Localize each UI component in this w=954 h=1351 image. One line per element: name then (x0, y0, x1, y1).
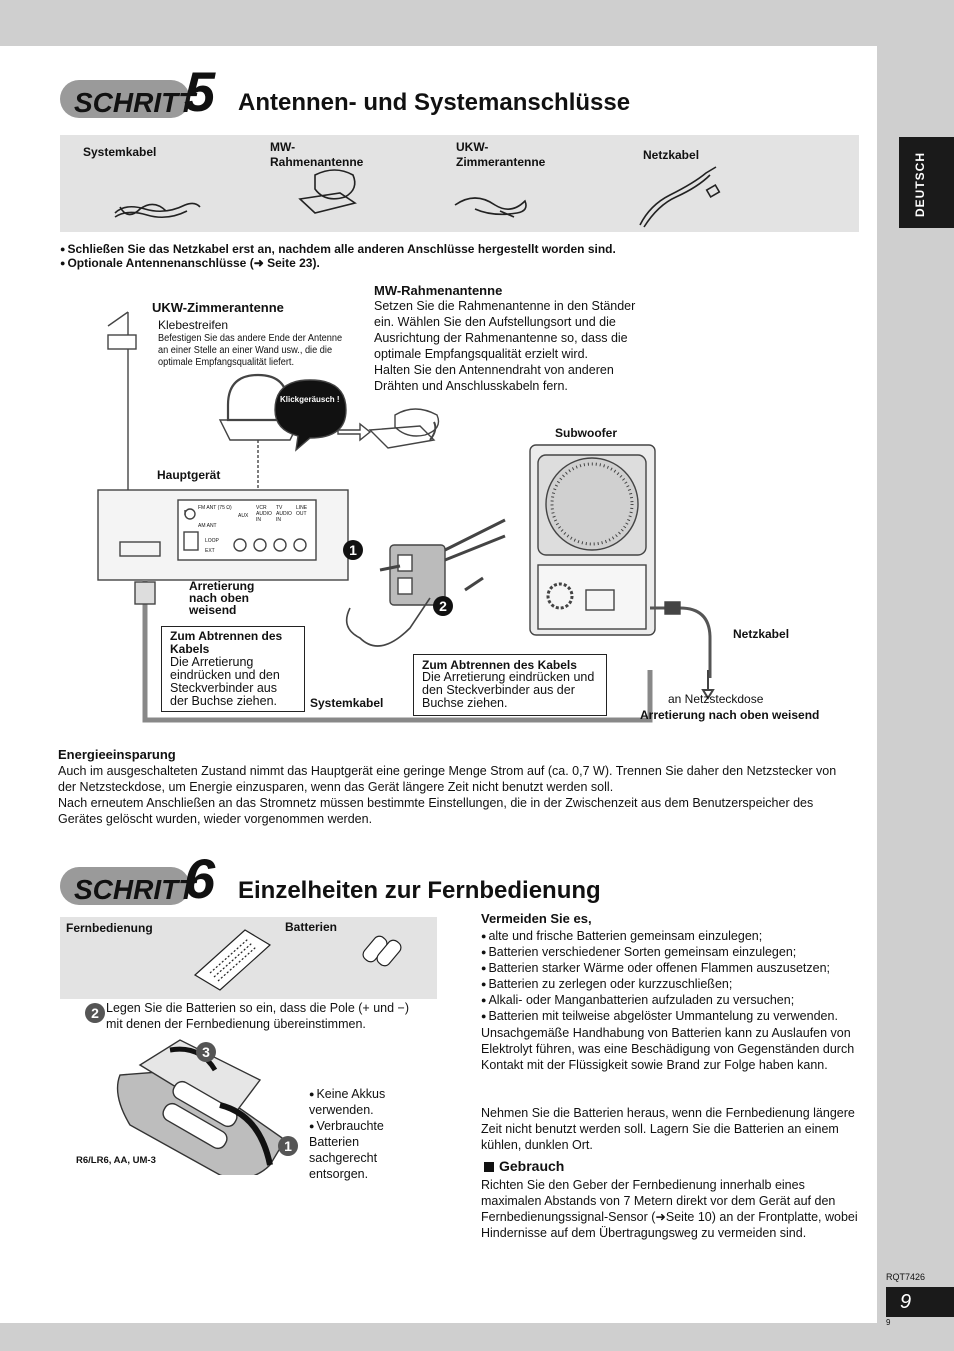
mw-text: Setzen Sie die Rahmenantenne in den Stän… (374, 299, 636, 393)
accessory-illustrations (114, 166, 721, 228)
list-item: Batterien mit teilweise abgelöster Umman… (481, 1008, 861, 1024)
netzkabel-label: Netzkabel (733, 627, 790, 641)
klebestreifen-label: Klebestreifen (158, 318, 229, 332)
vermeiden-para: Nehmen Sie die Batterien heraus, wenn di… (481, 1106, 855, 1152)
step-badge (60, 80, 190, 118)
netzsteckdose-label: an Netzsteckdose (668, 692, 764, 706)
list-item: alte und frische Batterien gemeinsam ein… (481, 928, 861, 944)
list-item: Batterien starker Wärme oder offenen Fla… (481, 960, 861, 976)
note-line: Optionale Antennenanschlüsse (➜ Seite 23… (60, 256, 320, 271)
step-label: SCHRITT (74, 874, 196, 905)
step-marker-2: 2 (85, 1003, 105, 1023)
gebrauch-text: Richten Sie den Geber der Fernbedienung … (481, 1178, 858, 1240)
accessory-label: Systemkabel (83, 145, 157, 159)
panel-label: FM ANT (75 Ω) (198, 505, 232, 511)
step-badge (60, 867, 190, 905)
list-item: Batterien verschiedener Sorten gemeinsam… (481, 944, 861, 960)
remote-battery-illustration (193, 929, 402, 991)
step-marker-1: 1 (278, 1136, 298, 1156)
panel-label: AUX (238, 513, 249, 519)
section-title: Antennen- und Systemanschlüsse (238, 89, 631, 116)
gebrauch-title: Gebrauch (499, 1158, 565, 1174)
square-bullet-icon (484, 1162, 494, 1172)
subwoofer-label: Subwoofer (555, 426, 617, 440)
accessories-panel (60, 135, 859, 232)
battery-insertion-illustration (116, 1039, 286, 1175)
accessory-label: MW- Rahmenantenne (270, 140, 364, 169)
section-title: Einzelheiten zur Fernbedienung (238, 877, 601, 904)
step-number: 6 (184, 847, 216, 910)
main-unit-label: Hauptgerät (157, 468, 221, 482)
panel-label: VCR AUDIO IN (256, 505, 272, 523)
panel-label: AM ANT (198, 523, 217, 529)
energie-text: Auch im ausgeschalteten Zustand nimmt da… (58, 764, 837, 826)
list-item: Batterien zu zerlegen oder kurzzuschließ… (481, 976, 861, 992)
panel-label: LINE OUT (296, 505, 308, 517)
energie-title: Energieeinsparung (58, 747, 176, 762)
page-number: 9 (886, 1287, 954, 1317)
page-number-small: 9 (886, 1318, 891, 1327)
arretierung2-label: Arretierung nach oben weisend (640, 708, 820, 722)
vermeiden-para: Unsachgemäße Handhabung von Batterien ka… (481, 1026, 855, 1072)
systemkabel-label: Systemkabel (310, 696, 384, 710)
disconnect-box: Zum Abtrennen des Kabels Die Arretierung… (413, 654, 607, 716)
battery-note: Keine Akkus verwenden. (309, 1086, 399, 1118)
battery-type: R6/LR6, AA, UM-3 (76, 1155, 156, 1166)
list-item: Alkali- oder Manganbatterien aufzuladen … (481, 992, 861, 1008)
panel-label: TV AUDIO IN (276, 505, 292, 523)
step-label: SCHRITT (74, 87, 196, 118)
accessory-label: Netzkabel (643, 148, 700, 162)
accessory-label: Batterien (285, 920, 338, 934)
step-marker-1: 1 (343, 540, 363, 560)
vermeiden-list: alte und frische Batterien gemeinsam ein… (481, 928, 861, 1024)
step-marker-3: 3 (196, 1042, 216, 1062)
doc-code: RQT7426 (886, 1272, 926, 1282)
panel-label: EXT (205, 548, 215, 554)
accessory-label: Fernbedienung (66, 921, 153, 935)
ukw-text: Befestigen Sie das andere Ende der Anten… (158, 333, 343, 368)
vermeiden-title: Vermeiden Sie es, (481, 911, 592, 926)
klick-label: Klickgeräusch ! (280, 395, 340, 404)
accessory-label: UKW- Zimmerantenne (456, 140, 546, 169)
connection-diagram (97, 311, 715, 723)
note-line: Schließen Sie das Netzkabel erst an, nac… (60, 242, 616, 257)
battery-note: Verbrauchte Batterien sachgerecht entsor… (309, 1118, 399, 1182)
step2-text: Legen Sie die Batterien so ein, dass die… (106, 1001, 409, 1031)
ukw-title: UKW-Zimmerantenne (152, 300, 284, 315)
panel-label: LOOP (205, 538, 219, 544)
mw-title: MW-Rahmenantenne (374, 283, 503, 298)
step-marker-2: 2 (433, 596, 453, 616)
arretierung-label: Arretierung nach oben weisend (189, 579, 255, 617)
disconnect-box: Zum Abtrennen des Kabels Die Arretierung… (161, 626, 305, 712)
step-number: 5 (184, 60, 216, 123)
language-tab: DEUTSCH (899, 137, 954, 228)
